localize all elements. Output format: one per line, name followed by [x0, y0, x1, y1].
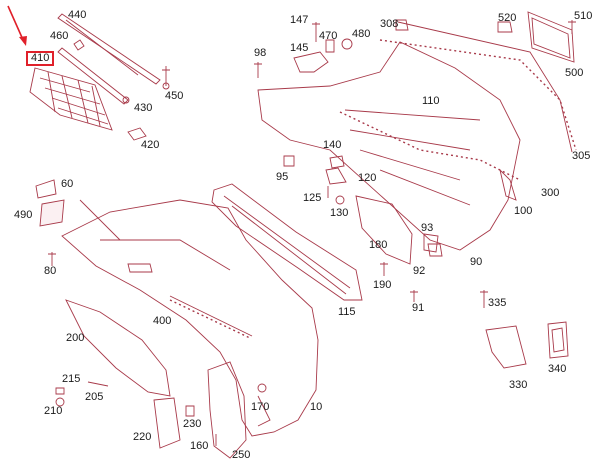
part-470-clip	[325, 39, 335, 53]
part-10-bumper-cover	[61, 199, 319, 437]
label-93: 93	[421, 222, 434, 234]
label-230: 230	[183, 418, 202, 430]
label-520: 520	[498, 12, 517, 24]
part-330-bracket	[485, 325, 527, 369]
part-100-reflector	[499, 168, 517, 201]
label-205: 205	[85, 391, 104, 403]
part-170-screw	[257, 383, 267, 393]
part-300-trim	[339, 111, 521, 181]
part-60-clip	[35, 179, 57, 199]
label-440: 440	[68, 9, 87, 21]
label-91: 91	[412, 302, 425, 314]
part-500-plate	[527, 11, 575, 63]
label-460: 460	[50, 30, 69, 42]
part-450-screw	[162, 66, 170, 90]
label-410-highlighted: 410	[26, 51, 55, 66]
label-490: 490	[14, 209, 33, 221]
part-180-bracket	[355, 195, 413, 265]
part-200-side-trim	[65, 299, 171, 397]
part-340-gasket	[547, 321, 569, 359]
part-120-clip	[325, 167, 347, 185]
part-420-clip	[127, 127, 147, 141]
label-140: 140	[323, 139, 342, 151]
label-90: 90	[470, 256, 483, 268]
label-130: 130	[330, 207, 349, 219]
part-147-bolt	[312, 22, 320, 42]
label-400: 400	[153, 315, 172, 327]
label-125: 125	[303, 192, 322, 204]
part-410-bracket	[29, 67, 113, 131]
label-120: 120	[358, 172, 377, 184]
label-300: 300	[541, 187, 560, 199]
part-115-impact-beam	[211, 183, 363, 301]
part-250-trim	[207, 361, 247, 459]
part-400-strip	[169, 295, 253, 339]
part-440-strip	[57, 13, 161, 85]
part-210-nut	[55, 397, 65, 407]
label-110: 110	[422, 95, 440, 107]
label-180: 180	[369, 239, 388, 251]
part-130-nut	[335, 195, 345, 205]
part-430-strip	[57, 47, 130, 105]
part-93-clip	[423, 233, 439, 253]
label-200: 200	[66, 332, 85, 344]
part-230-clip	[185, 405, 195, 417]
label-480: 480	[352, 28, 371, 40]
label-220: 220	[133, 431, 152, 443]
label-98: 98	[254, 47, 267, 59]
part-305-trim	[379, 21, 577, 153]
part-145-bracket	[293, 51, 329, 73]
label-340: 340	[548, 363, 567, 375]
label-430: 430	[134, 102, 153, 114]
label-170: 170	[251, 401, 270, 413]
part-490-cover	[39, 199, 65, 227]
label-510: 510	[574, 10, 593, 22]
label-250: 250	[232, 449, 251, 461]
part-460-clip	[73, 39, 85, 51]
label-190: 190	[373, 279, 392, 291]
label-335: 335	[488, 297, 507, 309]
part-95-clip	[283, 155, 295, 167]
label-305: 305	[572, 150, 591, 162]
part-190-screw	[380, 262, 388, 276]
label-215: 215	[62, 373, 81, 385]
part-220-bracket	[153, 397, 181, 449]
label-500: 500	[565, 67, 584, 79]
label-92: 92	[413, 265, 426, 277]
label-95: 95	[276, 171, 289, 183]
part-91-screw	[410, 290, 418, 302]
part-140-clip	[329, 155, 345, 169]
label-147: 147	[290, 14, 309, 26]
label-160: 160	[190, 440, 209, 452]
part-215-clip	[55, 387, 65, 395]
part-98-screw	[254, 62, 262, 78]
part-205-screw	[87, 381, 109, 387]
label-10: 10	[310, 401, 323, 413]
part-335-screw	[480, 290, 488, 308]
label-450: 450	[165, 90, 184, 102]
highlight-arrow	[7, 5, 27, 46]
part-520-clip	[497, 21, 513, 33]
label-330: 330	[509, 379, 528, 391]
part-480-sensor	[341, 38, 353, 50]
label-80: 80	[44, 265, 57, 277]
label-470: 470	[319, 30, 338, 42]
label-145: 145	[290, 42, 309, 54]
label-60: 60	[61, 178, 74, 190]
part-80-screw	[48, 252, 56, 266]
label-308: 308	[380, 18, 399, 30]
part-510-screw	[568, 20, 576, 34]
label-420: 420	[141, 139, 160, 151]
label-100: 100	[514, 205, 533, 217]
part-92-clip	[427, 243, 443, 257]
part-308-clip	[395, 19, 409, 31]
label-210: 210	[44, 405, 63, 417]
part-110-upper-cover	[257, 41, 521, 251]
label-115: 115	[338, 306, 356, 318]
